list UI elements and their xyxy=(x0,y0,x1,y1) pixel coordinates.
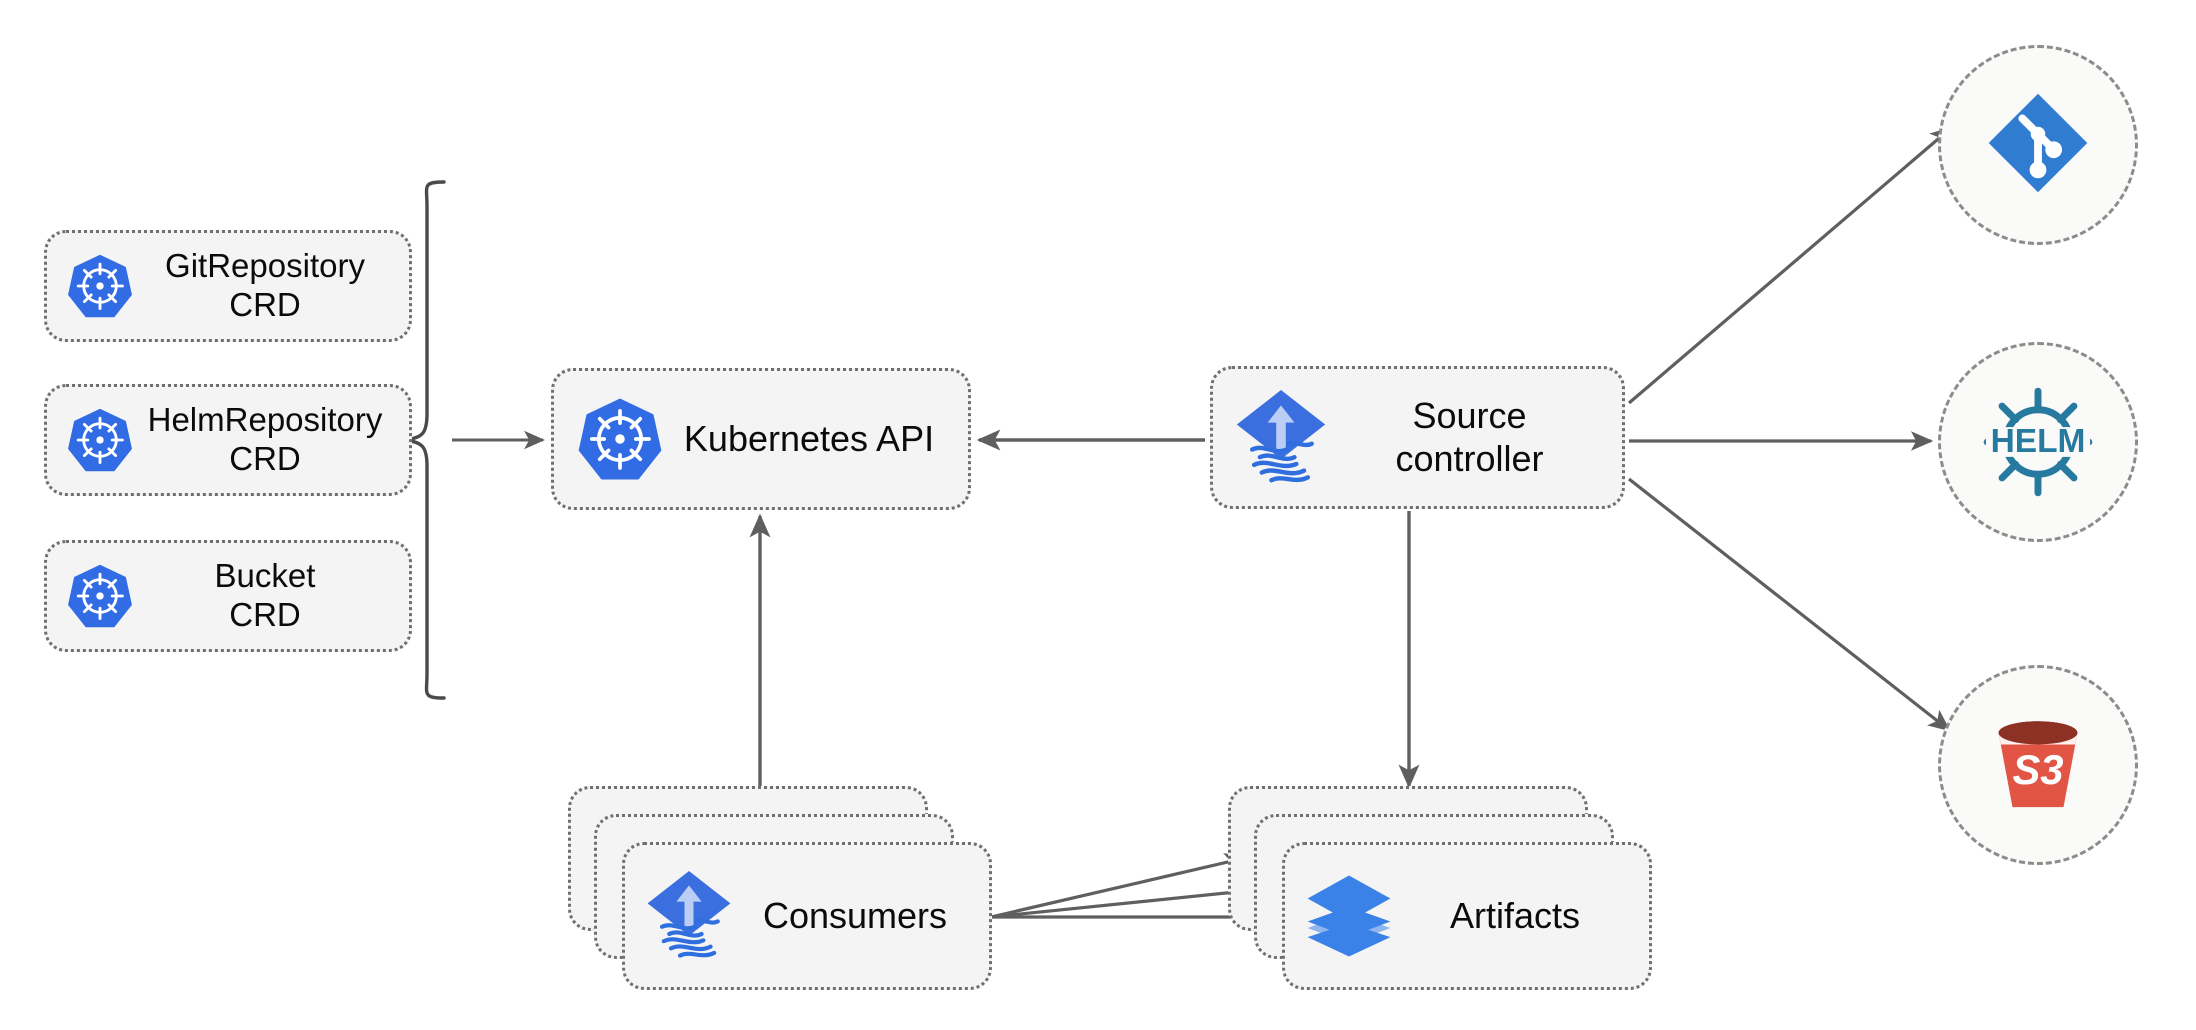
node-label: Artifacts xyxy=(1449,894,1581,936)
node-label: HelmRepository CRD xyxy=(147,401,383,477)
node-artifacts-stack: Artifacts xyxy=(1228,786,1658,994)
node-consumers-stack: Consumers xyxy=(568,786,998,994)
node-label: Bucket CRD xyxy=(214,557,316,633)
node-artifacts[interactable]: Artifacts xyxy=(1282,842,1652,990)
helm-label: HELM xyxy=(1991,423,2086,460)
kubernetes-icon xyxy=(63,406,137,474)
s3-icon: S3 xyxy=(1980,705,2096,826)
node-label: Source controller xyxy=(1395,395,1544,479)
node-source-controller[interactable]: Source controller xyxy=(1210,366,1625,509)
flux-icon xyxy=(641,868,737,964)
kubernetes-icon xyxy=(63,562,137,630)
node-helm-repository-crd[interactable]: HelmRepository CRD xyxy=(44,384,412,496)
helm-icon: HELM xyxy=(1976,380,2100,504)
edge-source-to-s3 xyxy=(1628,477,1951,732)
node-label: Consumers xyxy=(762,894,948,936)
layers-icon xyxy=(1301,870,1397,962)
node-git-repository-crd[interactable]: GitRepository CRD xyxy=(44,230,412,342)
kubernetes-icon xyxy=(572,395,668,483)
flux-icon xyxy=(1229,388,1333,488)
node-label: Kubernetes API xyxy=(683,417,935,459)
edge-source-to-git xyxy=(1627,126,1953,405)
node-helm-source[interactable]: HELM xyxy=(1938,342,2138,542)
node-git-source[interactable] xyxy=(1938,45,2138,245)
git-icon xyxy=(1982,87,2094,204)
s3-label: S3 xyxy=(2012,745,2063,792)
node-consumers[interactable]: Consumers xyxy=(622,842,992,990)
edge-consumers-to-artifacts-1 xyxy=(990,852,1248,919)
kubernetes-icon xyxy=(63,252,137,320)
node-kubernetes-api[interactable]: Kubernetes API xyxy=(551,368,971,510)
node-bucket-crd[interactable]: Bucket CRD xyxy=(44,540,412,652)
node-s3-source[interactable]: S3 xyxy=(1938,665,2138,865)
node-label: GitRepository CRD xyxy=(165,247,365,323)
